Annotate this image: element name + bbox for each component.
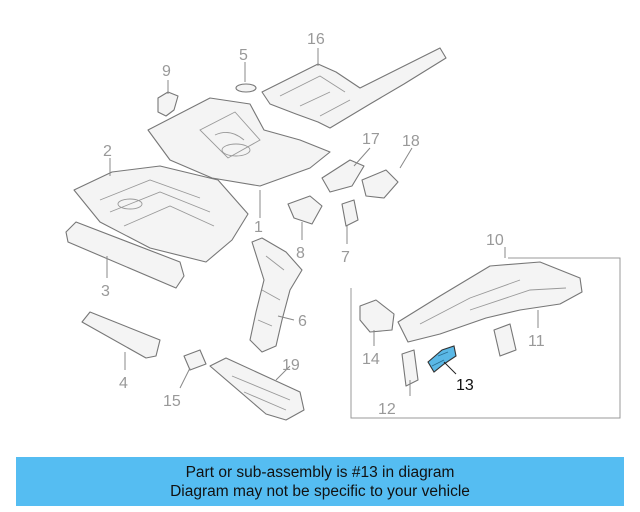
part-19-sill (209, 357, 305, 421)
part-16-rail (261, 47, 447, 129)
part-1-rear-floor (147, 97, 331, 187)
part-18-bracket (361, 169, 399, 199)
callout-16: 16 (307, 31, 325, 48)
part-8-gusset (287, 195, 323, 225)
callout-4: 4 (119, 375, 128, 392)
info-banner: Part or sub-assembly is #13 in diagram D… (16, 457, 624, 506)
part-14-bracket (359, 299, 395, 333)
callout-2: 2 (103, 143, 112, 160)
callout-10: 10 (486, 232, 504, 249)
callout-18: 18 (402, 133, 420, 150)
banner-line-2: Diagram may not be specific to your vehi… (170, 482, 470, 500)
part-12-bracket (401, 349, 419, 387)
part-11-bracket (493, 323, 517, 357)
callout-17: 17 (362, 131, 380, 148)
callout-7: 7 (341, 249, 350, 266)
callout-1: 1 (254, 219, 263, 236)
part-5-plug (235, 83, 257, 93)
part-13-highlighted (427, 345, 457, 373)
part-2-front-floor (73, 165, 249, 263)
part-10-side-member (397, 261, 583, 343)
callout-12: 12 (378, 401, 396, 418)
callout-13: 13 (456, 377, 474, 394)
part-7-bracket (341, 199, 359, 227)
callout-15: 15 (163, 393, 181, 410)
callout-14: 14 (362, 351, 380, 368)
leader-lines (106, 48, 539, 396)
callout-8: 8 (296, 245, 305, 262)
part-6-pillar (249, 237, 303, 353)
callout-5: 5 (239, 47, 248, 64)
inset-frame (350, 257, 621, 419)
part-9-bracket (157, 91, 179, 117)
part-3-crossmember (65, 221, 185, 289)
part-15-bracket (183, 349, 207, 371)
callouts: 1 2 3 4 5 6 7 8 9 10 11 12 13 14 15 16 1… (101, 31, 545, 418)
callout-19: 19 (282, 357, 300, 374)
callout-11: 11 (528, 333, 545, 350)
banner-line-1: Part or sub-assembly is #13 in diagram (185, 463, 455, 481)
callout-6: 6 (298, 313, 307, 330)
callout-3: 3 (101, 283, 110, 300)
part-17-bracket (321, 159, 365, 193)
callout-9: 9 (162, 63, 171, 80)
part-4-reinforcement (81, 311, 161, 359)
